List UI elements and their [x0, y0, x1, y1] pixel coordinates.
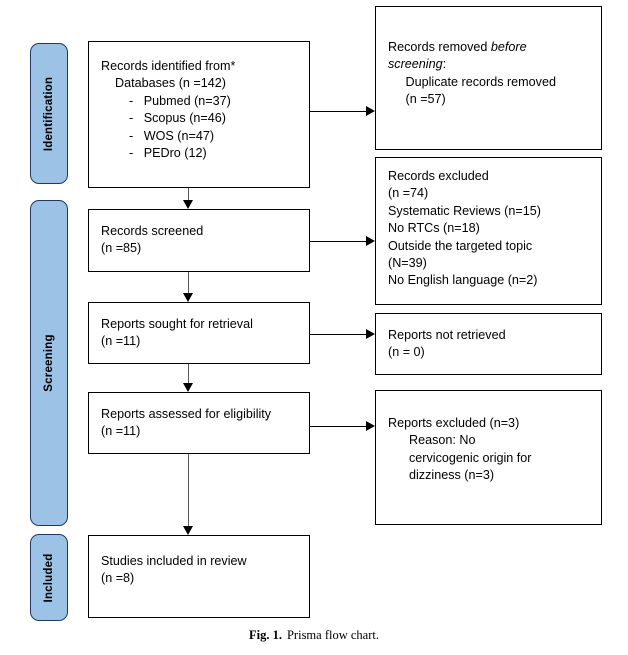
- figure-caption: Fig. 1. Prisma flow chart.: [0, 628, 628, 643]
- arrow-sought-to-assessed: [183, 383, 193, 392]
- box-reports-not-retrieved-text: Reports not retrieved (n = 0): [388, 328, 506, 360]
- arrow-screened-to-excluded: [366, 236, 375, 246]
- box-reports-assessed: Reports assessed for eligibility (n =11): [88, 392, 310, 454]
- records-removed-line1-prefix: Records removed: [388, 40, 491, 54]
- box-reports-assessed-text: Reports assessed for eligibility (n =11): [101, 407, 272, 439]
- connector-screened-to-excluded: [310, 241, 368, 243]
- records-removed-line3: Duplicate records removed: [388, 74, 556, 89]
- figure-caption-text: Prisma flow chart.: [286, 628, 379, 642]
- connector-identified-to-removed: [310, 111, 368, 113]
- connector-identified-to-screened: [188, 188, 190, 201]
- box-records-screened-text: Records screened (n =85): [101, 224, 204, 256]
- box-records-screened: Records screened (n =85): [88, 209, 310, 272]
- stage-screening: Screening: [30, 200, 68, 526]
- stage-identification-label: Identification: [43, 76, 55, 151]
- box-reports-excluded-text: Reports excluded (n=3) Reason: No cervic…: [388, 416, 532, 483]
- connector-sought-to-not-retrieved: [310, 334, 368, 336]
- stage-included-label: Included: [43, 553, 55, 602]
- arrow-assessed-to-included: [183, 526, 193, 535]
- box-reports-sought: Reports sought for retrieval (n =11): [88, 302, 310, 364]
- connector-screened-to-sought: [188, 272, 190, 294]
- records-removed-line4: (n =57): [388, 92, 446, 107]
- arrow-assessed-to-excluded: [366, 421, 375, 431]
- box-records-excluded-text: Records excluded (n =74) Systematic Revi…: [388, 169, 541, 288]
- arrow-identified-to-screened: [183, 200, 193, 209]
- connector-assessed-to-excluded: [310, 426, 368, 428]
- arrow-identified-to-removed: [366, 106, 375, 116]
- box-reports-excluded: Reports excluded (n=3) Reason: No cervic…: [375, 390, 602, 525]
- records-removed-line2-italic: screening: [388, 57, 443, 72]
- box-records-excluded: Records excluded (n =74) Systematic Revi…: [375, 157, 602, 305]
- box-reports-not-retrieved: Reports not retrieved (n = 0): [375, 313, 602, 375]
- records-removed-line1-italic: before: [490, 40, 527, 54]
- stage-included: Included: [30, 534, 68, 621]
- box-records-removed: Records removed before screening: Duplica…: [375, 6, 602, 150]
- arrow-sought-to-not-retrieved: [366, 329, 375, 339]
- box-records-identified: Records identified from* Databases (n =1…: [88, 41, 310, 188]
- box-records-removed-text: Records removed before screening: Duplica…: [388, 39, 595, 109]
- box-reports-sought-text: Reports sought for retrieval (n =11): [101, 317, 253, 349]
- records-removed-line2-colon: :: [442, 57, 447, 72]
- connector-assessed-to-included: [188, 454, 190, 527]
- connector-sought-to-assessed: [188, 364, 190, 384]
- box-records-identified-text: Records identified from* Databases (n =1…: [101, 59, 236, 161]
- box-studies-included-text: Studies included in review (n =8): [101, 554, 247, 586]
- figure-caption-number: Fig. 1.: [249, 628, 282, 642]
- arrow-screened-to-sought: [183, 293, 193, 302]
- stage-screening-label: Screening: [43, 334, 55, 392]
- stage-identification: Identification: [30, 43, 68, 184]
- box-studies-included: Studies included in review (n =8): [88, 535, 310, 618]
